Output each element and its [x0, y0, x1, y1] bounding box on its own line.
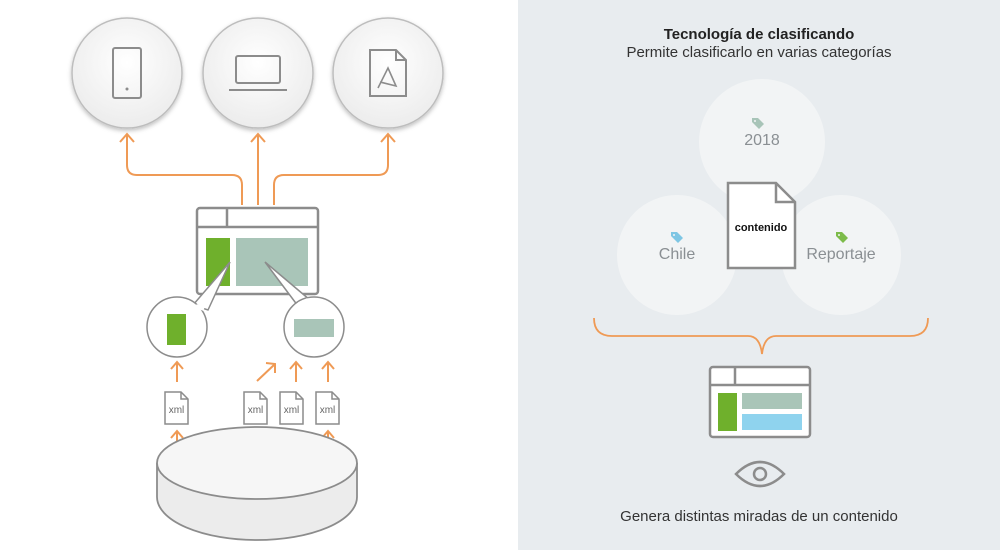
xml-file-2: [243, 391, 268, 425]
xml-file-4: [315, 391, 340, 425]
eye-icon: [734, 460, 786, 488]
curly-brace: [593, 317, 929, 355]
xml-label-1: xml: [168, 405, 185, 416]
footer-caption: Genera distintas miradas de un contenido: [620, 508, 898, 525]
page-title: Tecnología de clasificando: [663, 26, 855, 43]
document-icon: [726, 181, 797, 270]
database: [156, 426, 358, 541]
callout-green: [146, 261, 231, 358]
device-pdf: [332, 17, 444, 129]
xml-label-2: xml: [247, 405, 264, 416]
output-arrows: [119, 132, 396, 205]
document-label: contenido: [734, 222, 788, 234]
page-subtitle: Permite clasificarlo en varias categoría…: [626, 44, 892, 61]
circle-chile: [617, 195, 737, 315]
xml-label-4: xml: [319, 405, 336, 416]
xml-label-3: xml: [283, 405, 300, 416]
device-laptop: [202, 17, 314, 129]
tag-icon-reportaje: [836, 232, 848, 243]
circle-reportaje: [781, 195, 901, 315]
device-phone: [71, 17, 183, 129]
callout-sage: [264, 261, 345, 358]
pdf-icon: [369, 49, 407, 97]
browser-window: [195, 206, 320, 296]
tag-label-2018: 2018: [744, 132, 780, 149]
tag-icon-2018: [752, 118, 764, 129]
tag-label-reportaje: Reportaje: [806, 246, 876, 263]
tag-label-chile: Chile: [658, 246, 696, 263]
circle-2018: [699, 79, 825, 205]
phone-icon: [112, 47, 142, 99]
laptop-icon: [229, 55, 287, 91]
tag-icon-chile: [671, 232, 683, 243]
xml-file-1: [164, 391, 189, 425]
tag-circles: [617, 79, 901, 315]
browser-sage-block: [236, 238, 308, 286]
xml-file-3: [279, 391, 304, 425]
small-browser: [708, 365, 812, 439]
